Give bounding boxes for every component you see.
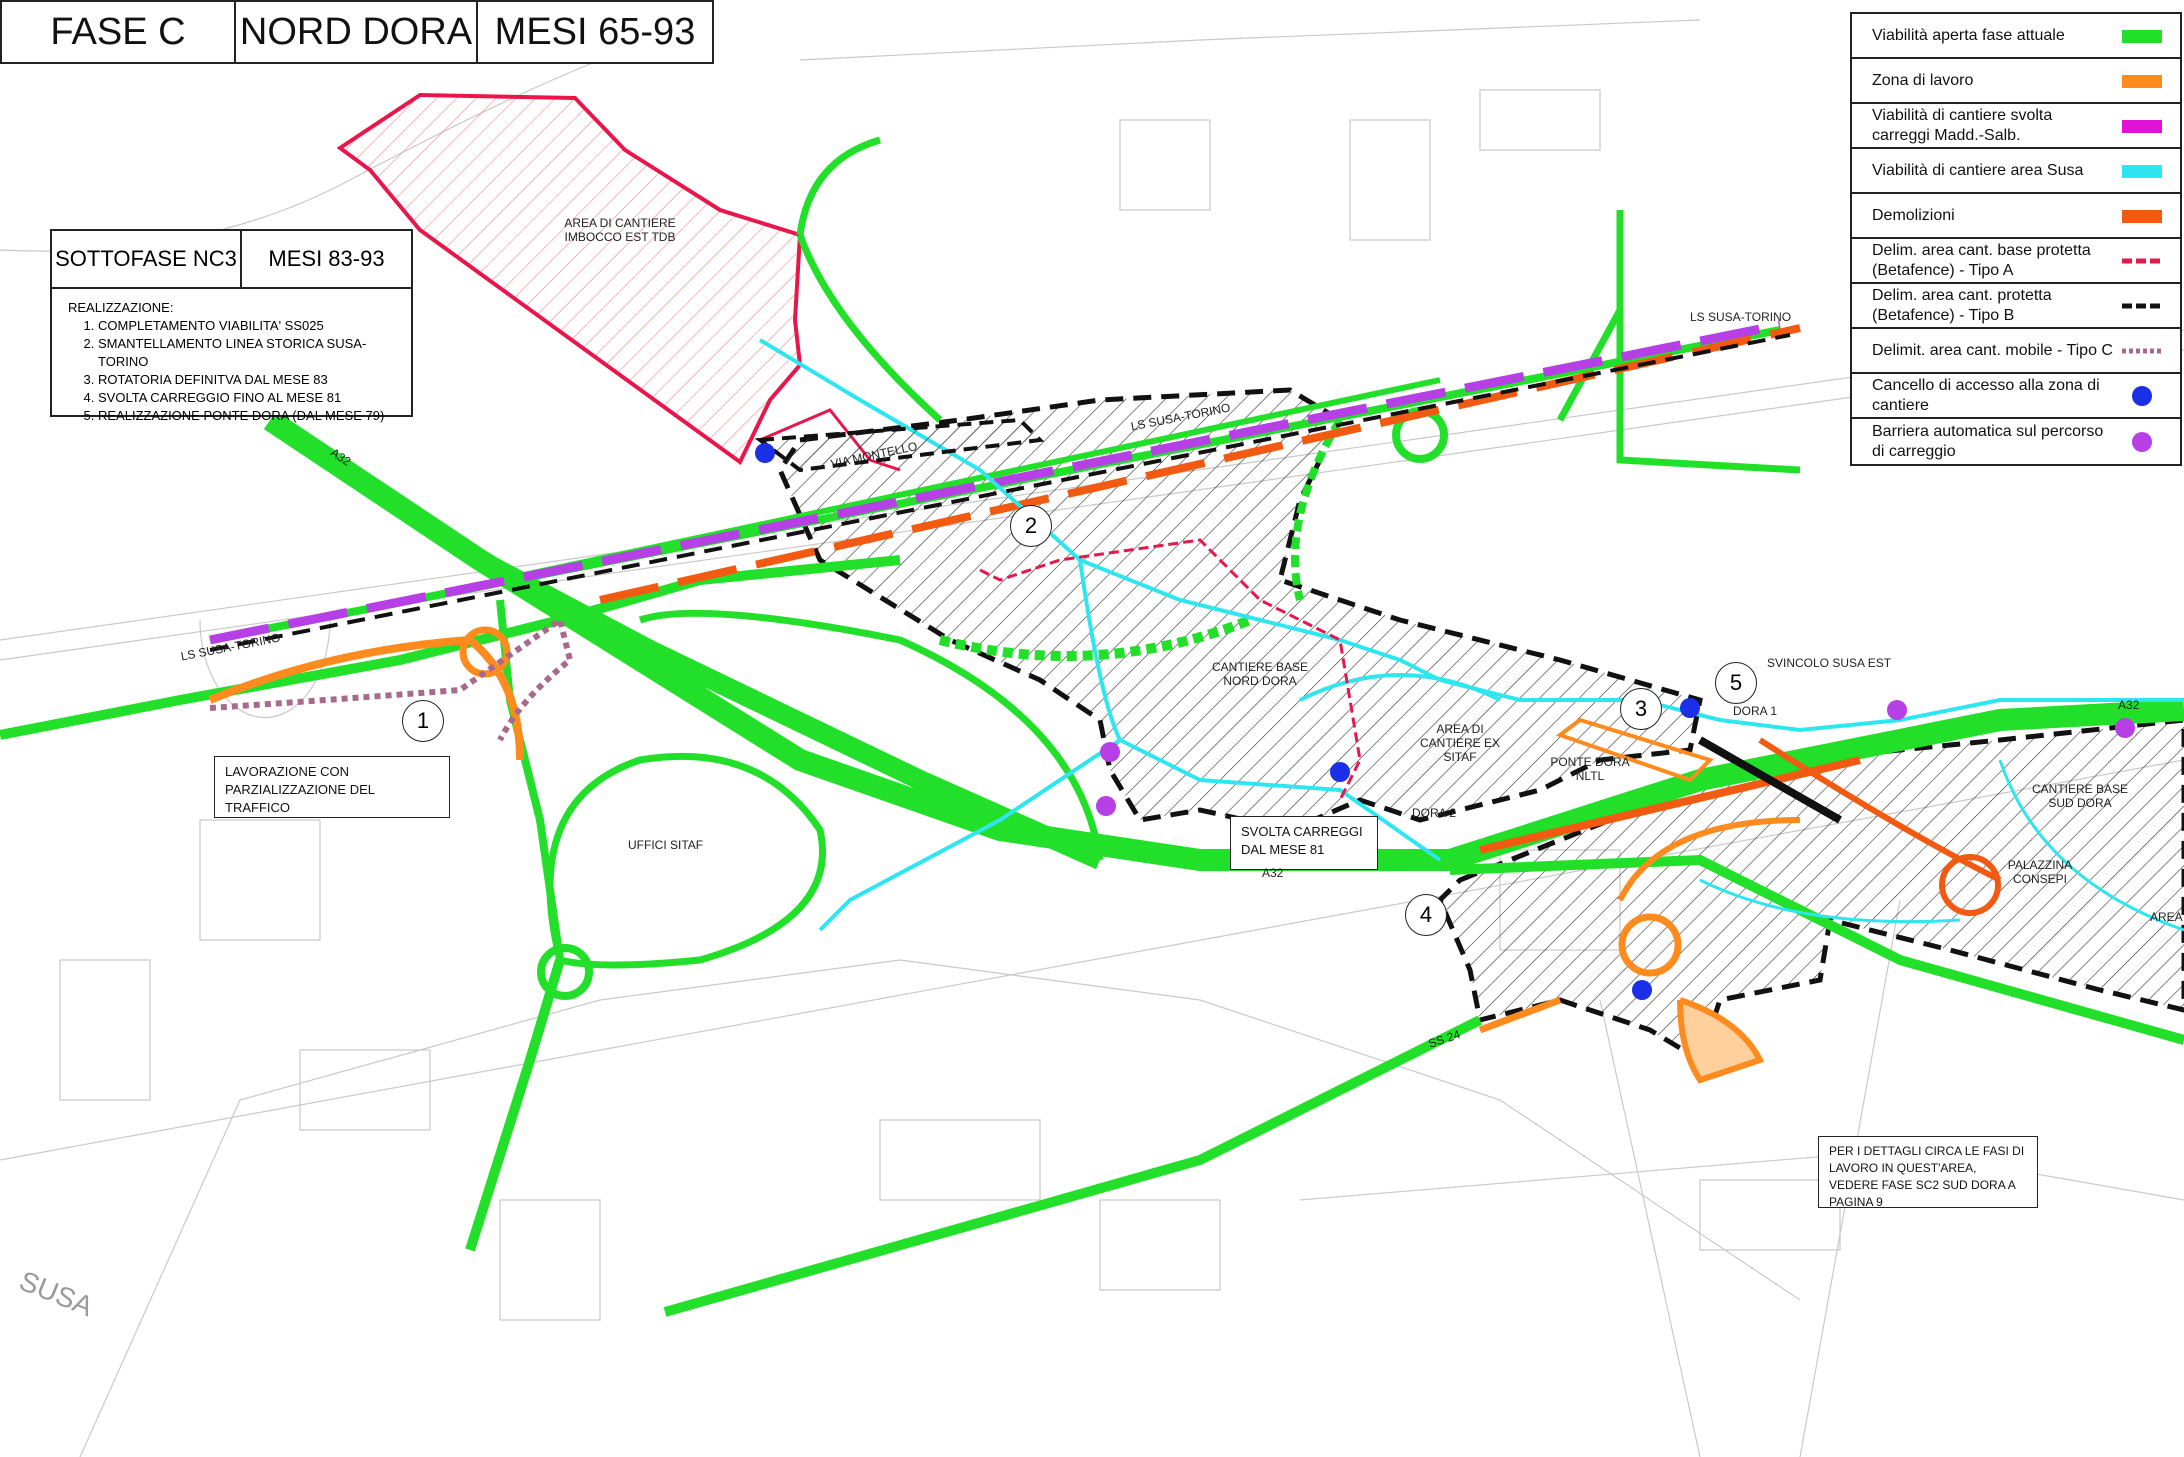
marker-1: 1 — [402, 700, 444, 742]
gate-2 — [1330, 762, 1350, 782]
barrier-1 — [1100, 742, 1120, 762]
legend-symbol — [2114, 24, 2170, 48]
header-area: NORD DORA — [234, 0, 478, 64]
legend-row: Viabilità di cantiere area Susa — [1852, 149, 2180, 194]
legend-row: Barriera automatica sul percorso di carr… — [1852, 419, 2180, 464]
legend: Viabilità aperta fase attuale Zona di la… — [1850, 12, 2182, 466]
subphase-item: COMPLETAMENTO VIABILITA' SS025 — [98, 317, 399, 335]
subphase-heading: REALIZZAZIONE: — [68, 300, 174, 315]
legend-row: Cancello di accesso alla zona di cantier… — [1852, 374, 2180, 419]
label-area-cut: AREA — [2150, 910, 2183, 924]
note-lavorazione: LAVORAZIONE CON PARZIALIZZAZIONE DEL TRA… — [214, 756, 450, 818]
legend-symbol — [2114, 159, 2170, 183]
subphase-item: REALIZZAZIONE PONTE DORA (DAL MESE 79) — [98, 407, 399, 425]
legend-symbol — [2114, 69, 2170, 93]
legend-row: Delim. area cant. base protetta (Betafen… — [1852, 239, 2180, 284]
legend-row: Demolizioni — [1852, 194, 2180, 239]
marker-4: 4 — [1405, 894, 1447, 936]
subphase-box: SOTTOFASE NC3 MESI 83-93 REALIZZAZIONE: … — [50, 229, 413, 423]
gate-4 — [1632, 980, 1652, 1000]
legend-symbol — [2114, 114, 2170, 138]
legend-symbol — [2114, 339, 2170, 363]
gate-1 — [755, 443, 775, 463]
area-imbocco-zone — [336, 92, 803, 466]
note-dettagli: PER I DETTAGLI CIRCA LE FASI DI LAVORO I… — [1818, 1136, 2038, 1209]
legend-row: Viabilità di cantiere svolta carreggi Ma… — [1852, 104, 2180, 149]
legend-symbol — [2114, 249, 2170, 273]
subphase-months: MESI 83-93 — [268, 246, 385, 271]
legend-symbol — [2114, 294, 2170, 318]
a32-motorway — [0, 555, 901, 740]
cantiere-nord-zone — [777, 387, 1703, 833]
label-ponte-dora: PONTE DORA NLTL — [1550, 755, 1630, 783]
label-palazzina: PALAZZINA CONSEPI — [2007, 858, 2073, 886]
barrier-4 — [2115, 718, 2135, 738]
marker-2: 2 — [1010, 505, 1052, 547]
legend-symbol — [2114, 430, 2170, 454]
label-cantiere-sud: CANTIERE BASE SUD DORA — [2031, 782, 2129, 810]
cantiere-sud-zone — [1437, 717, 2184, 1064]
legend-row: Delim. area cant. protetta (Betafence) -… — [1852, 284, 2180, 329]
legend-row: Zona di lavoro — [1852, 59, 2180, 104]
legend-row: Viabilità aperta fase attuale — [1852, 14, 2180, 59]
gate-3 — [1680, 698, 1700, 718]
label-dora-2: DORA 2 — [1412, 806, 1457, 820]
note-svolta: SVOLTA CARREGGI DAL MESE 81 — [1230, 816, 1378, 870]
subphase-item: SMANTELLAMENTO LINEA STORICA SUSA-TORINO — [98, 335, 399, 371]
label-a32-2: A32 — [1262, 866, 1284, 880]
label-svincolo: SVINCOLO SUSA EST — [1767, 656, 1892, 670]
label-a32-3: A32 — [2118, 698, 2140, 712]
rotatoria-sud — [537, 944, 593, 1000]
subphase-item: SVOLTA CARREGGIO FINO AL MESE 81 — [98, 389, 399, 407]
label-area-sitaf: AREA DI CANTIERE EX SITAF — [1419, 722, 1500, 764]
marker-3: 3 — [1620, 688, 1662, 730]
label-uffici-sitaf: UFFICI SITAF — [628, 838, 704, 852]
header-months: MESI 65-93 — [476, 0, 714, 64]
barrier-2 — [1096, 796, 1116, 816]
barrier-3 — [1887, 700, 1907, 720]
label-ls-susa-3: LS SUSA-TORINO — [1690, 310, 1792, 324]
label-area-imbocco: AREA DI CANTIERE IMBOCCO EST TDB — [564, 216, 676, 244]
header-phase: FASE C — [0, 0, 236, 64]
marker-5: 5 — [1715, 662, 1757, 704]
subphase-item: ROTATORIA DEFINITVA DAL MESE 83 — [98, 371, 399, 389]
legend-symbol — [2114, 204, 2170, 228]
subphase-name: SOTTOFASE NC3 — [52, 231, 242, 287]
legend-row: Delimit. area cant. mobile - Tipo C — [1852, 329, 2180, 374]
legend-symbol — [2114, 384, 2170, 408]
label-dora-1: DORA 1 — [1733, 704, 1778, 718]
label-cantiere-nord: CANTIERE BASE NORD DORA — [1211, 660, 1309, 688]
